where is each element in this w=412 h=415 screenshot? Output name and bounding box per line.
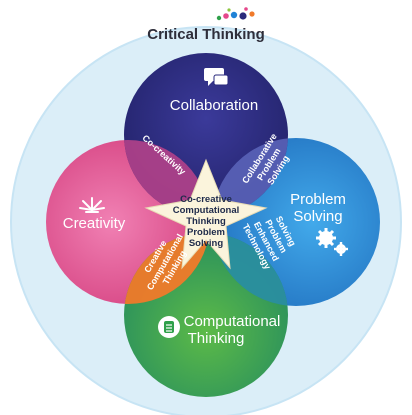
burst-icon: [79, 197, 105, 213]
center-line2: Computational: [173, 205, 240, 216]
center-line4: Problem: [187, 227, 225, 238]
collaboration-label: Collaboration: [170, 97, 258, 114]
collab-problem-solving-overlap: [212, 138, 288, 217]
problem-solving-label-line1: Problem: [290, 191, 346, 208]
co-creativity-overlap: [124, 140, 210, 217]
head-brain-icon: [158, 316, 180, 338]
center-label: Co-creative Computational Thinking Probl…: [173, 194, 240, 249]
computational-label-line2: Thinking: [188, 330, 245, 347]
center-line5: Solving: [189, 238, 224, 249]
page-title: Critical Thinking: [147, 26, 265, 43]
title-dots-icon: [216, 7, 255, 21]
center-line1: Co-creative: [180, 194, 232, 205]
creative-computational-overlap: [124, 233, 210, 304]
center-line3: Thinking: [186, 216, 226, 227]
chat-bubbles-icon: [204, 68, 229, 86]
problem-solving-label-line2: Solving: [293, 208, 342, 225]
center-star: [144, 158, 268, 270]
gears-icon: [316, 228, 348, 256]
computational-label-line1: Computational: [184, 313, 281, 330]
technology-enhanced-overlap: [212, 233, 288, 306]
creativity-label: Creativity: [63, 215, 126, 232]
